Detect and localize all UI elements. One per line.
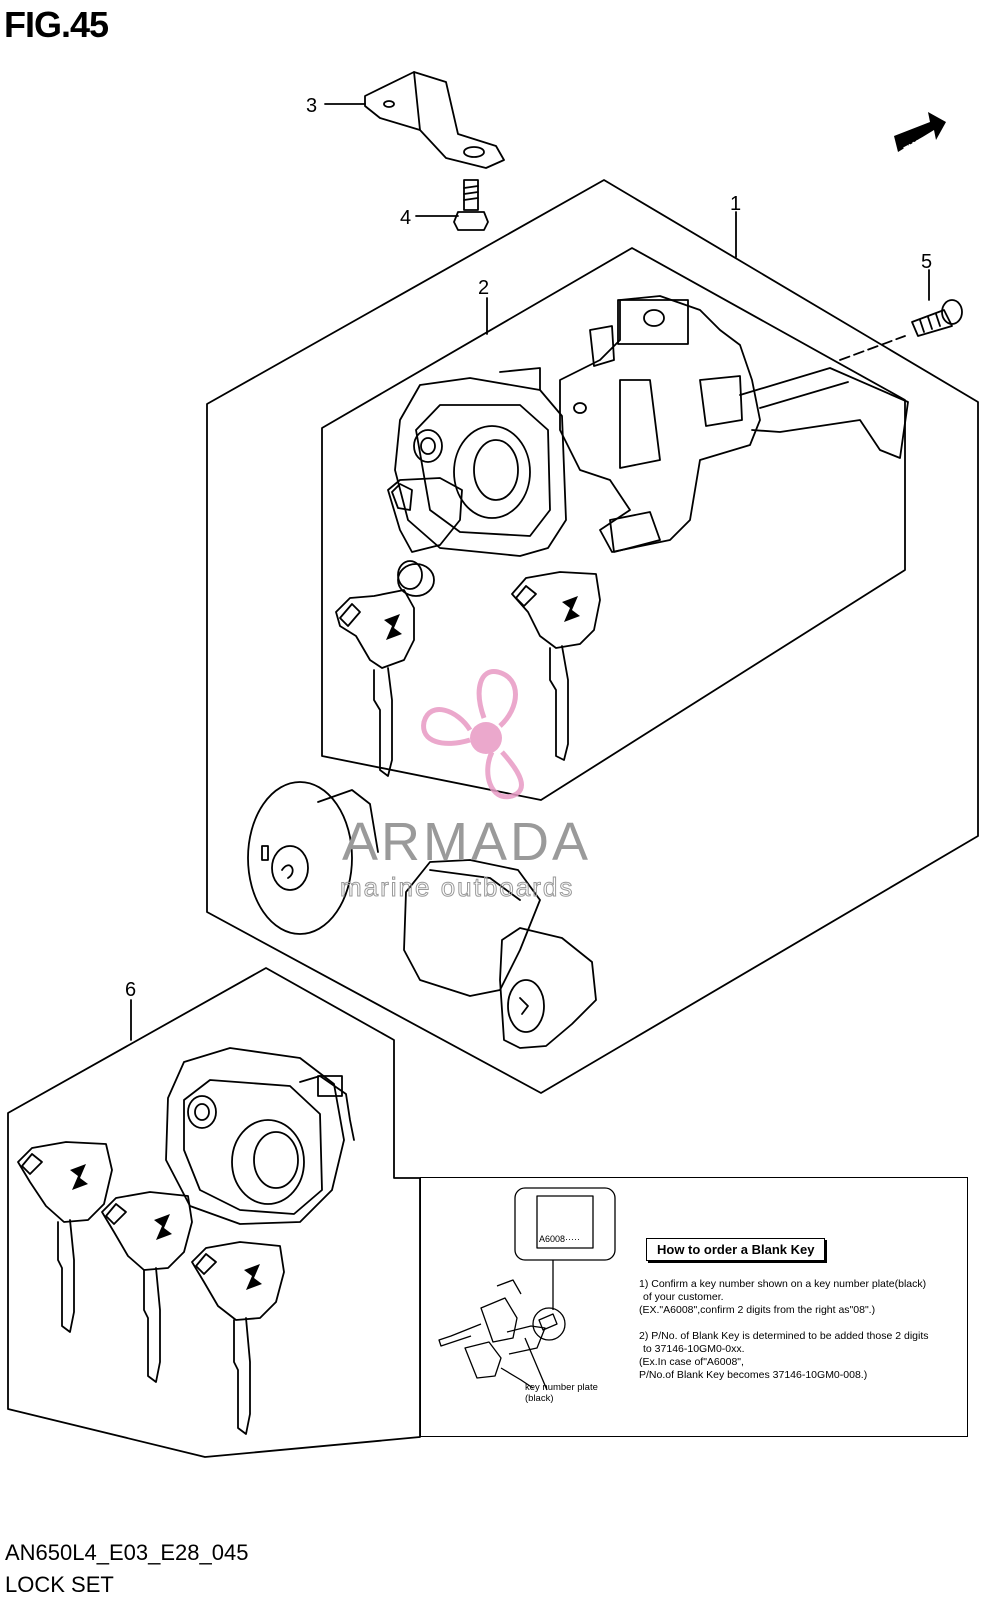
suzuki-logo-icon [70, 596, 580, 1290]
blank-key-info-box: A6008····· How to order a Blank Key key … [420, 1177, 968, 1437]
bolt-part-4 [453, 179, 489, 231]
key-number-plate-label: key number plate (black) [525, 1382, 598, 1404]
callout-3: 3 [306, 95, 317, 117]
propeller-icon [421, 669, 524, 800]
key-plate-illustration [438, 1187, 616, 1391]
key-right [511, 571, 601, 761]
part-1-frame [206, 179, 979, 1094]
lock-set-part-6 [165, 1047, 355, 1225]
callout-4: 4 [400, 207, 411, 229]
key-set-2 [101, 1191, 193, 1383]
callout-2: 2 [478, 277, 489, 299]
key-set-3 [191, 1241, 285, 1435]
bracket-part-3 [364, 71, 505, 169]
key-set-1 [17, 1141, 113, 1333]
ignition-switch [394, 295, 909, 557]
storage-lock [403, 859, 597, 1049]
part-2-frame [321, 247, 906, 801]
blank-key-step-2: 2) P/No. of Blank Key is determined to b… [639, 1330, 929, 1381]
key-in-ignition [387, 477, 463, 597]
watermark-tagline: marine outboards [340, 872, 574, 902]
callout-5: 5 [921, 251, 932, 273]
screw-part-5 [911, 299, 963, 337]
key-plate-number: A6008····· [539, 1234, 581, 1244]
diagram-name: LOCK SET [5, 1572, 114, 1597]
part-6-frame [7, 967, 421, 1458]
diagram-code: AN650L4_E03_E28_045 [5, 1540, 249, 1565]
callout-6: 6 [125, 979, 136, 1001]
figure-title: FIG.45 [4, 4, 109, 45]
seat-lock-cap [247, 781, 379, 935]
fwd-arrow-icon [894, 112, 946, 152]
callout-1: 1 [730, 193, 741, 215]
blank-key-step-1: 1) Confirm a key number shown on a key n… [639, 1278, 927, 1316]
watermark-brand: ARMADA [342, 812, 591, 872]
blank-key-heading: How to order a Blank Key [646, 1238, 826, 1261]
key-left [335, 589, 415, 777]
